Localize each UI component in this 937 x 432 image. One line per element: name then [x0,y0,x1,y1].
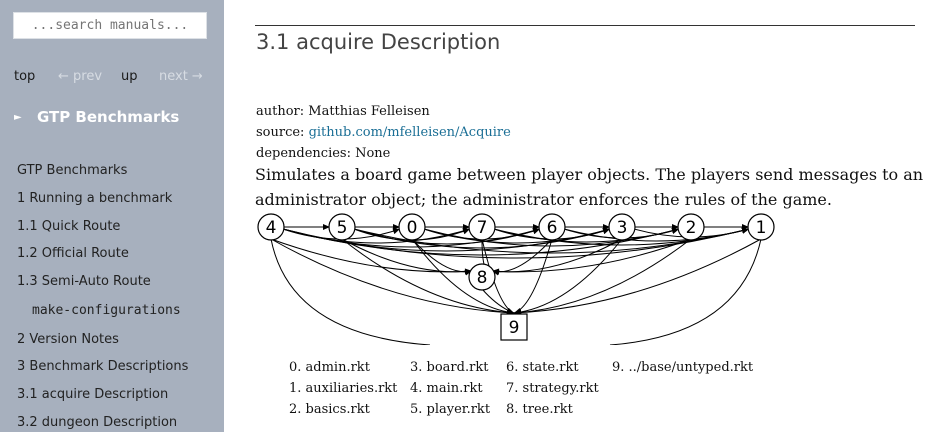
toc-item-make-configurations[interactable]: make-configurations [32,303,181,318]
dependency-edge [513,238,762,316]
dependency-edge [270,238,431,345]
graph-node-2 [677,213,705,241]
expand-triangle-icon: ► [14,112,22,123]
toc-item-quick-route[interactable]: 1.1 Quick Route [17,219,121,234]
nav-next-link: next → [159,69,203,84]
dependency-edge [270,238,515,316]
legend-item: 7. strategy.rkt [506,381,599,396]
graph-node-6 [538,213,566,241]
dependency-edge [513,238,623,316]
title-rule [255,25,915,26]
source-line: source: github.com/mfelleisen/Acquire [256,125,511,140]
graph-node-4 [257,213,285,241]
graph-node-label: 6 [547,218,558,238]
dependency-edge [491,238,692,275]
dependency-edge [353,227,750,254]
nav-top-link[interactable]: top [14,69,36,84]
author-line: author: Matthias Felleisen [256,104,430,119]
toc-item-dungeon-description[interactable]: 3.2 dungeon Description [17,415,178,430]
description-line-1: Simulates a board game between player ob… [255,165,924,184]
toc-item-gtp-benchmarks[interactable]: GTP Benchmarks [17,163,128,178]
nav-prev-link: ← prev [58,69,103,84]
source-label: source: [256,125,309,140]
legend-item: 9. ../base/untyped.rkt [612,360,754,375]
dependency-edge [411,238,473,276]
legend-item: 6. state.rkt [506,360,579,375]
graph-node-label: 5 [337,218,348,238]
dependency-edge [481,288,515,314]
legend-item: 0. admin.rkt [289,360,370,375]
graph-node-label: 0 [407,218,418,238]
dependency-edge [341,238,473,275]
section-heading[interactable]: ► GTP Benchmarks [14,108,179,126]
toc-item-version-notes[interactable]: 2 Version Notes [17,332,119,347]
dependency-edge [609,238,762,345]
graph-node-5 [328,213,356,241]
legend-item: 3. board.rkt [410,360,489,375]
sidebar: top ← prev up next → ► GTP Benchmarks GT… [0,0,224,432]
page-title: 3.1 acquire Description [256,30,501,54]
legend-item: 8. tree.rkt [506,402,573,417]
graph-node-3 [608,213,636,241]
legend-item: 5. player.rkt [410,402,491,417]
legend-item: 1. auxiliaries.rkt [289,381,398,396]
graph-node-label: 4 [266,218,277,238]
search-input[interactable] [13,12,207,39]
toc-item-semi-auto-route[interactable]: 1.3 Semi-Auto Route [17,274,151,289]
graph-node-label: 7 [477,218,488,238]
section-heading-label: GTP Benchmarks [36,108,180,126]
graph-node-9 [500,313,528,341]
graph-node-label: 8 [477,268,488,288]
toc-item-official-route[interactable]: 1.2 Official Route [17,246,129,261]
toc-item-benchmark-descriptions[interactable]: 3 Benchmark Descriptions [17,359,189,374]
graph-node-label: 2 [686,218,697,238]
module-dependency-graph: 4 5 0 7 6 3 2 1 8 9 [257,213,775,345]
dependency-edge [341,238,515,316]
graph-node-8 [468,263,496,291]
graph-node-7 [468,213,496,241]
dependency-edge [411,238,515,316]
toc-item-acquire-description[interactable]: 3.1 acquire Description [17,387,169,402]
description-line-2: administrator object; the administrator … [255,190,832,209]
graph-node-label: 1 [756,218,767,238]
graph-node-label: 3 [617,218,628,238]
toc-item-running-benchmark[interactable]: 1 Running a benchmark [17,191,173,206]
source-link[interactable]: github.com/mfelleisen/Acquire [308,125,511,140]
graph-node-1 [747,213,775,241]
dependency-edge [513,238,692,316]
legend-item: 4. main.rkt [410,381,483,396]
dependencies-line: dependencies: None [256,146,391,161]
legend-item: 2. basics.rkt [289,402,370,417]
graph-node-label: 9 [509,318,520,338]
graph-node-0 [398,213,426,241]
nav-up-link[interactable]: up [121,69,138,84]
dependency-edge [513,238,553,314]
